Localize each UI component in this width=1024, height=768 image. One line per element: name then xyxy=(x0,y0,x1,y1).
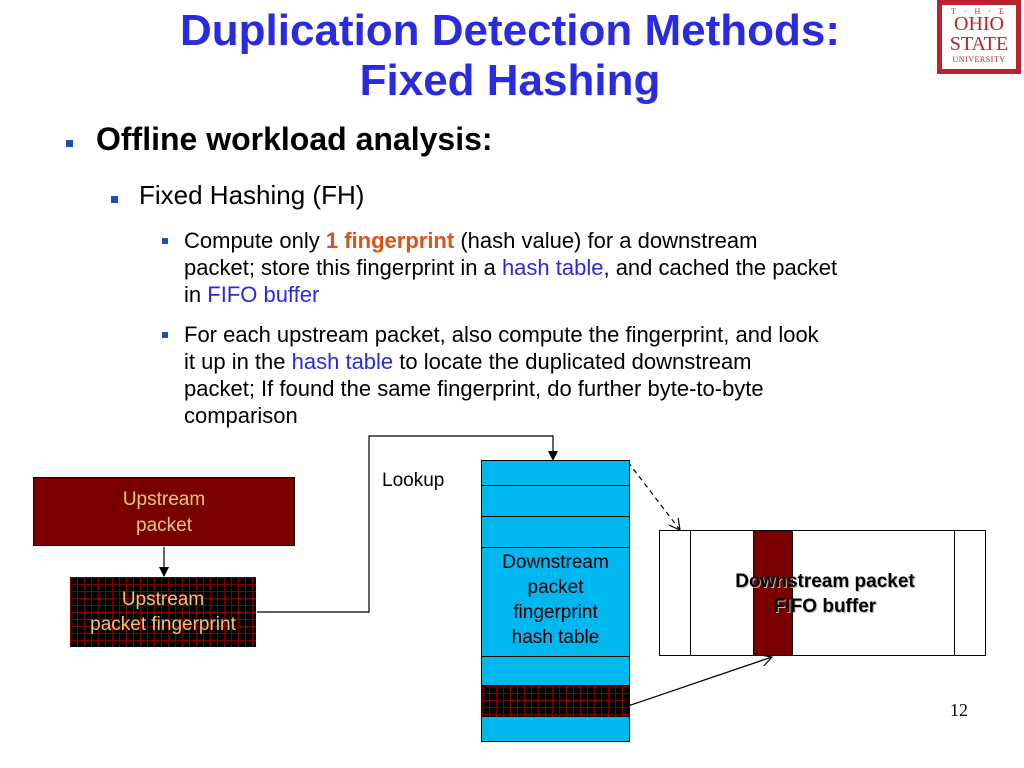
upstream-fingerprint-box: Upstream packet fingerprint xyxy=(70,577,256,647)
bullet-marker xyxy=(66,140,73,147)
fifo-cached-packet xyxy=(753,531,793,655)
page-number: 12 xyxy=(950,700,968,720)
hash-table-row xyxy=(482,486,629,517)
box-label: packet xyxy=(136,515,192,536)
hash-table: Downstream packet fingerprint hash table xyxy=(481,460,630,742)
bullet-level2: Fixed Hashing (FH) xyxy=(139,180,365,210)
university-logo: T · H · E OHIO STATE UNIVERSITY xyxy=(937,0,1021,74)
lookup-arrow xyxy=(257,435,558,613)
bullet-fh-compute: Compute only 1 fingerprint (hash value) … xyxy=(184,227,984,308)
hash-table-row xyxy=(482,517,629,548)
box-label: hash table xyxy=(511,627,600,648)
text-run: packet; store this fingerprint in a xyxy=(184,255,502,280)
text-run: it up in the xyxy=(184,349,292,374)
hash-table-row xyxy=(482,718,629,741)
text-run: , and cached the packet xyxy=(603,255,838,280)
highlight-fingerprint: 1 fingerprint xyxy=(325,228,455,253)
text-run: Compute only xyxy=(184,228,326,253)
logo-line-1: OHIO xyxy=(954,13,1004,35)
hash-table-label-row: Downstream packet fingerprint hash table xyxy=(482,548,629,657)
text-run: For each upstream packet, also compute t… xyxy=(184,322,819,347)
box-label: packet fingerprint xyxy=(90,614,236,635)
box-label: FIFO buffer xyxy=(773,596,877,617)
box-label: Upstream xyxy=(122,489,206,510)
bullet-fh-upstream: For each upstream packet, also compute t… xyxy=(184,321,984,429)
highlight-hash-table: hash table xyxy=(291,349,394,374)
box-label: Downstream xyxy=(502,552,609,573)
bullet-marker xyxy=(162,332,168,338)
bullet-level1: Offline workload analysis: xyxy=(96,121,493,157)
dashed-link-arrow xyxy=(627,461,680,530)
title-line-1: Duplication Detection Methods: xyxy=(180,6,840,55)
logo-line-3: UNIVERSITY xyxy=(952,55,1006,64)
fifo-divider xyxy=(690,531,691,655)
hash-table-row xyxy=(482,657,629,686)
text-run: in xyxy=(184,282,208,307)
fifo-divider xyxy=(954,531,955,655)
hash-table-matched-row xyxy=(482,686,629,717)
title-line-2: Fixed Hashing xyxy=(359,56,661,105)
slide-title: Duplication Detection Methods: Fixed Has… xyxy=(80,6,940,106)
fifo-label: Downstream packet FIFO buffer xyxy=(700,569,950,619)
fifo-buffer: Downstream packet FIFO buffer xyxy=(659,530,986,656)
cache-arrow xyxy=(627,657,772,707)
text-run: packet; If found the same fingerprint, d… xyxy=(184,376,764,401)
text-run: to locate the duplicated downstream xyxy=(393,349,752,374)
box-label: Upstream xyxy=(121,589,205,610)
text-run: comparison xyxy=(184,403,298,428)
box-label: fingerprint xyxy=(513,602,598,623)
box-label: packet xyxy=(527,577,584,598)
bullet-marker xyxy=(111,196,118,203)
highlight-fifo-buffer: FIFO buffer xyxy=(207,282,320,307)
text-run: (hash value) for a downstream xyxy=(454,228,758,253)
box-label: Downstream packet xyxy=(735,571,915,592)
upstream-packet-box: Upstream packet xyxy=(33,477,295,546)
lookup-label: Lookup xyxy=(382,470,445,491)
logo-top-text: T · H · E xyxy=(951,7,1007,16)
logo-line-2: STATE xyxy=(949,33,1009,55)
hash-table-row xyxy=(482,461,629,486)
bullet-marker xyxy=(162,238,168,244)
highlight-hash-table: hash table xyxy=(501,255,604,280)
